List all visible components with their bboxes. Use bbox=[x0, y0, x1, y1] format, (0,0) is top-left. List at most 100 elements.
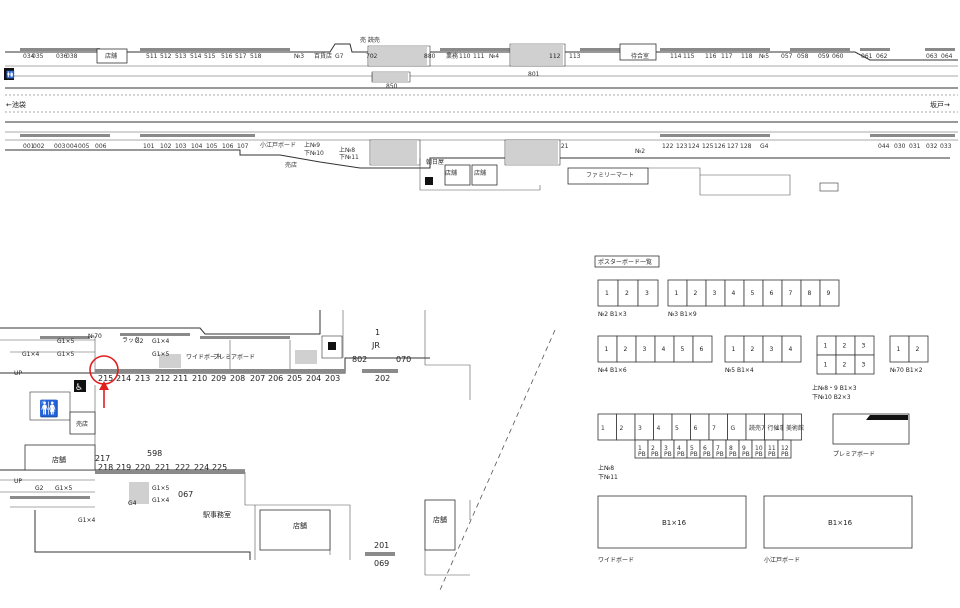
no811-bottom-sub: PB bbox=[781, 451, 789, 458]
no811-bottom-sub: PB bbox=[729, 451, 737, 458]
no2-cell-label: 2 bbox=[625, 290, 629, 297]
no811-bottom-label: 4 bbox=[677, 445, 681, 452]
elevator-icon-2 bbox=[328, 342, 336, 350]
stairs-upper-3 bbox=[371, 71, 411, 83]
no811-bottom-label: 9 bbox=[742, 445, 746, 452]
no811-top-label: 1 bbox=[601, 425, 605, 432]
wide-board-text: B1×16 bbox=[662, 519, 687, 527]
no811-bottom-sub: PB bbox=[651, 451, 659, 458]
lower-poster-label: 107 bbox=[237, 143, 249, 150]
wide-board-caption: ワイドボード bbox=[598, 556, 634, 564]
toilet-room bbox=[29, 391, 71, 421]
lower-poster-label: 126 bbox=[714, 143, 726, 150]
shop-label-2: 店舗 bbox=[293, 521, 307, 530]
no811-top-label: 5 bbox=[675, 425, 679, 432]
no811-bottom-label: 6 bbox=[703, 445, 707, 452]
shop-box bbox=[96, 48, 128, 64]
g1x4-label-d: G1×4 bbox=[78, 517, 95, 524]
no89-caption-2: 下№10 B2×3 bbox=[812, 394, 851, 401]
luck-label: ラック bbox=[122, 337, 140, 344]
no5-cell-label: 1 bbox=[732, 346, 736, 353]
platform-feature-label: №2 bbox=[635, 148, 645, 155]
no3-cell-label: 5 bbox=[751, 290, 755, 297]
lower-poster-label: 105 bbox=[206, 143, 218, 150]
g1x5-label-e: G1×5 bbox=[152, 485, 169, 492]
g1x5-label: G1×5 bbox=[57, 338, 74, 345]
panel-label: 205 bbox=[287, 374, 302, 383]
lower-poster-label: 124 bbox=[688, 143, 700, 150]
upper-poster-label: 064 bbox=[941, 53, 953, 60]
upper-poster-label: 515 bbox=[204, 53, 216, 60]
lower-poster-label: 122 bbox=[662, 143, 674, 150]
no89-bottom-cell-label: 2 bbox=[843, 362, 847, 369]
highlight-arrowhead bbox=[99, 381, 109, 390]
stairs-upper-2 bbox=[509, 43, 566, 67]
no2-cell bbox=[637, 279, 659, 307]
poster-strip bbox=[860, 48, 890, 51]
no811-bottom-label: 7 bbox=[716, 445, 720, 452]
poster-strip bbox=[140, 48, 260, 51]
lower-poster-label: 104 bbox=[191, 143, 203, 150]
upper-poster-label: 062 bbox=[876, 53, 888, 60]
poster-strip bbox=[20, 48, 100, 51]
upper-poster-label: 111 bbox=[473, 53, 485, 60]
lower-poster-label: 033 bbox=[940, 143, 952, 150]
toilet-icon-2: 🚻 bbox=[39, 399, 59, 418]
poster-strip bbox=[580, 48, 620, 51]
lower-poster-label: 031 bbox=[909, 143, 921, 150]
no2-caption: №2 B1×3 bbox=[598, 311, 627, 318]
no811-bottom-label: 11 bbox=[768, 445, 776, 452]
upper-poster-label: 036 bbox=[56, 53, 68, 60]
upper-poster-label: 058 bbox=[797, 53, 809, 60]
no811-bottom-label: 5 bbox=[690, 445, 694, 452]
no3-cell-label: 8 bbox=[808, 290, 812, 297]
koedo-board-text: B1×16 bbox=[828, 519, 853, 527]
no811-top-label: G bbox=[731, 425, 736, 432]
label-802: 802 bbox=[352, 355, 367, 364]
lower-panel-label: 222 bbox=[175, 463, 190, 472]
no4-cell-label: 4 bbox=[662, 346, 666, 353]
upper-poster-label: 112 bbox=[549, 53, 561, 60]
no811-bottom-sub: PB bbox=[664, 451, 672, 458]
no4-cell-label: 5 bbox=[681, 346, 685, 353]
koedo-board-caption: 小江戸ボード bbox=[764, 556, 800, 564]
panel-label: 210 bbox=[192, 374, 207, 383]
no811-bottom-sub: PB bbox=[690, 451, 698, 458]
label-850: 850 bbox=[386, 83, 398, 90]
no811-top-label: 4 bbox=[657, 425, 661, 432]
label-201: 201 bbox=[374, 541, 389, 550]
no4-cell-label: 3 bbox=[643, 346, 647, 353]
stairs-lower-2 bbox=[504, 139, 561, 166]
toilet-icon bbox=[4, 68, 14, 80]
lower-poster-label: 127 bbox=[727, 143, 739, 150]
platform-feature-label: 下№11 bbox=[339, 154, 359, 161]
upper-poster-label: 待合室 bbox=[631, 52, 649, 60]
no3-cell-label: 4 bbox=[732, 290, 736, 297]
g1x4-label: G1×4 bbox=[22, 351, 39, 358]
asahiya-box bbox=[444, 164, 471, 186]
lower-poster-label: 002 bbox=[33, 143, 45, 150]
no811-top-label: 読売701 bbox=[749, 424, 773, 432]
up-label-2: UP bbox=[14, 478, 22, 485]
lower-poster-label: 128 bbox=[740, 143, 752, 150]
legend-title: ポスターボード一覧 bbox=[598, 258, 652, 266]
g1x5-label-c: G1×5 bbox=[152, 351, 169, 358]
no811-top-label: 6 bbox=[694, 425, 698, 432]
upper-poster-label: 057 bbox=[781, 53, 793, 60]
lower-panel-label: 221 bbox=[155, 463, 170, 472]
no811-bottom-sub: PB bbox=[638, 451, 646, 458]
no811-top-label: 2 bbox=[620, 425, 624, 432]
label-217: 217 bbox=[95, 454, 110, 463]
poster-strip bbox=[660, 134, 770, 137]
up-label: UP bbox=[14, 370, 22, 377]
upper-poster-label: 117 bbox=[721, 53, 733, 60]
no3-cell-label: 1 bbox=[675, 290, 679, 297]
lower-poster-label: 101 bbox=[143, 143, 155, 150]
lower-poster-label: 103 bbox=[175, 143, 187, 150]
g2-label: G2 bbox=[135, 338, 144, 345]
no811-bottom-cell bbox=[777, 439, 792, 459]
